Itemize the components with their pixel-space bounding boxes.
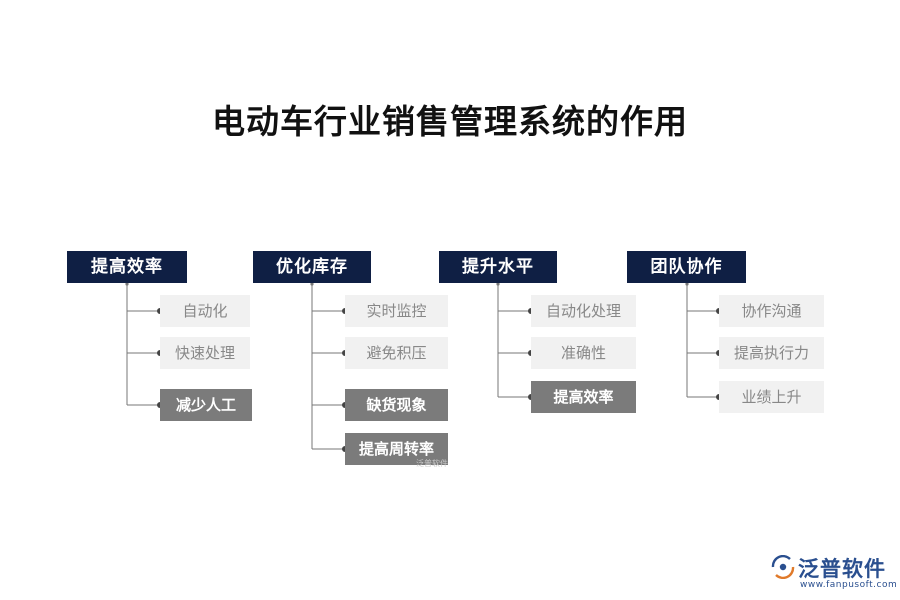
category-item: 快速处理 [160,337,250,369]
connector-node [496,282,500,286]
category-box: 优化库存 [253,251,371,283]
connector-node [310,282,314,286]
page-title: 电动车行业销售管理系统的作用 [212,102,688,141]
category-box: 提高效率 [67,251,187,283]
category-item: 业绩上升 [719,381,824,413]
brand-logo: 泛普软件 www.fanpusoft.com [770,553,898,593]
connector-node [685,282,689,286]
logo-name: 泛普软件 [798,557,886,581]
category-item: 提高周转率 [345,433,448,465]
fanpu-logo-icon [771,555,795,579]
category-item: 准确性 [531,337,636,369]
category-item: 提高效率 [531,381,636,413]
category-item: 自动化处理 [531,295,636,327]
category-item: 自动化 [160,295,250,327]
category-item: 减少人工 [160,389,252,421]
category-item: 实时监控 [345,295,448,327]
category-box: 团队协作 [627,251,746,283]
watermark-text: 泛普软件 [416,459,448,468]
category-item: 避免积压 [345,337,448,369]
logo-url: www.fanpusoft.com [800,580,898,590]
category-box: 提升水平 [439,251,557,283]
connector-node [125,282,129,286]
category-item: 缺货现象 [345,389,448,421]
category-item: 协作沟通 [719,295,824,327]
category-item: 提高执行力 [719,337,824,369]
